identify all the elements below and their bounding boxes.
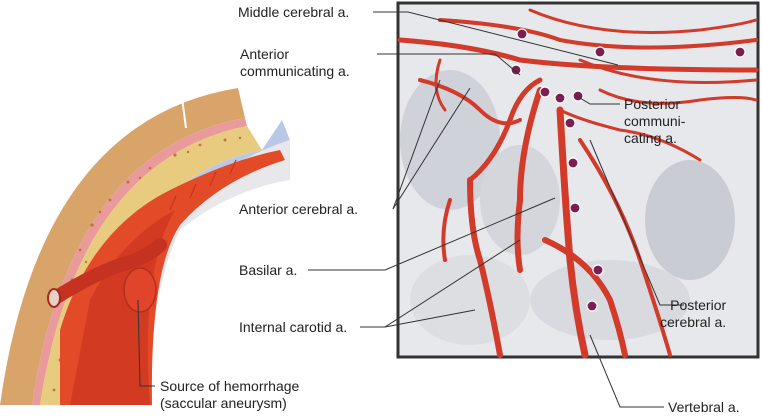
label-vertebral: Vertebral a. <box>668 399 740 416</box>
label-posterior-cerebral: Posterior cerebral a. <box>660 297 726 331</box>
vessel-opening <box>48 289 60 307</box>
label-hemorrhage-source: Source of hemorrhage (saccular aneurysm) <box>160 378 299 412</box>
skull-cross-section <box>0 88 290 405</box>
label-anterior-communicating: Anterior communicating a. <box>240 46 350 80</box>
label-middle-cerebral: Middle cerebral a. <box>238 4 349 21</box>
label-posterior-communicating: Posterior communi- cating a. <box>624 96 685 147</box>
aneurysm-bulb <box>124 268 156 312</box>
label-internal-carotid: Internal carotid a. <box>239 319 347 336</box>
label-anterior-cerebral: Anterior cerebral a. <box>239 201 358 218</box>
label-basilar: Basilar a. <box>239 262 297 279</box>
